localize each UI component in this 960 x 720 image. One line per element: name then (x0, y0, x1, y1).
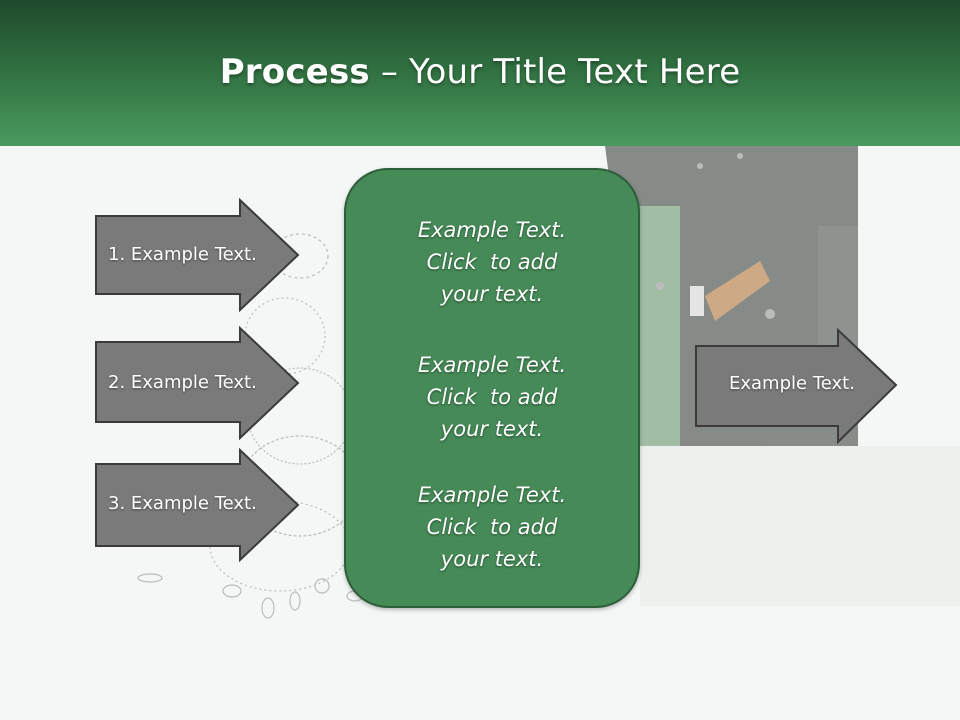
paragraph-line: Click to add (426, 515, 558, 539)
paragraph-line: Example Text. (417, 218, 567, 242)
arrow-shape-2 (95, 326, 300, 440)
title-bar: Process – Your Title Text Here (0, 0, 960, 146)
arrow-shape-1 (95, 198, 300, 312)
slide-title[interactable]: Process – Your Title Text Here (0, 52, 960, 92)
paragraph-line: your text. (440, 417, 544, 441)
paragraph-line: Click to add (426, 250, 558, 274)
drive-shadow (640, 446, 960, 606)
center-paragraph-2: Example Text. Click to add your text. (346, 349, 638, 445)
step-2-label[interactable]: 2. Example Text. (108, 372, 257, 393)
arrow-shape-3 (95, 448, 300, 562)
step-1-label[interactable]: 1. Example Text. (108, 244, 257, 265)
paragraph-line: Example Text. (417, 353, 567, 377)
paragraph-line: Click to add (426, 385, 558, 409)
arrow-shape-right (695, 328, 898, 444)
paragraph-line: your text. (440, 547, 544, 571)
center-text-box[interactable]: Example Text. Click to add your text. Ex… (344, 168, 640, 608)
step-3-label[interactable]: 3. Example Text. (108, 493, 257, 514)
paragraph-line: your text. (440, 282, 544, 306)
paragraph-line: Example Text. (417, 483, 567, 507)
center-paragraph-1: Example Text. Click to add your text. (346, 214, 638, 310)
center-paragraph-3: Example Text. Click to add your text. (346, 479, 638, 575)
title-bold: Process (219, 52, 370, 92)
result-label[interactable]: Example Text. (729, 373, 855, 394)
title-rest: – Your Title Text Here (369, 52, 741, 92)
